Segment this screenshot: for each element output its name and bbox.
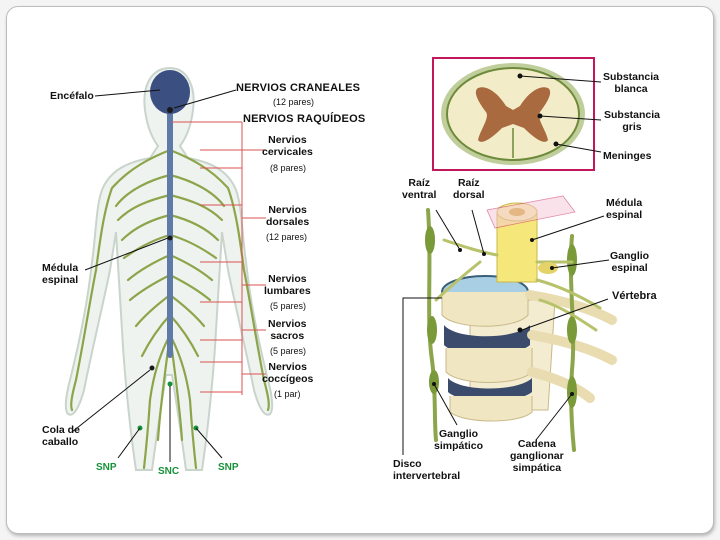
label-meninges: Meninges (603, 150, 652, 162)
label-nervios-raquideos: NERVIOS RAQUÍDEOS (243, 113, 366, 125)
label-substancia-blanca: Substancia blanca (603, 71, 660, 95)
label-encefalo: Encéfalo (50, 90, 94, 102)
label-snc: SNC (158, 466, 180, 477)
spinal-cord-3d (486, 195, 576, 283)
label-cervicales-pares: (8 pares) (270, 163, 307, 173)
label-ganglio-simpatico: Ganglio simpático (434, 428, 484, 452)
spinal-cord (167, 108, 173, 358)
label-craneales-pares: (12 pares) (273, 97, 315, 107)
label-coccigeos: Nervios coccígeos (262, 361, 314, 385)
label-sacros-pares: (5 pares) (270, 346, 307, 356)
label-dorsales: Nervios dorsales (266, 204, 310, 228)
gray-matter (475, 87, 551, 142)
leader-lines-left (71, 89, 237, 462)
label-lumbares: Nervios lumbares (264, 273, 311, 297)
label-medula-espinal-right: Médula espinal (606, 197, 643, 221)
leader-lines-right (402, 75, 610, 455)
label-raiz-dorsal: Raíz dorsal (453, 177, 485, 201)
label-dorsales-pares: (12 pares) (266, 232, 308, 242)
label-snp-right: SNP (218, 462, 239, 473)
label-medula-espinal-left: Médula espinal (42, 262, 79, 286)
label-ganglio-espinal: Ganglio espinal (610, 250, 650, 274)
region-brackets (172, 121, 266, 395)
label-cola-de-caballo: Cola de caballo (42, 424, 80, 448)
label-nervios-craneales: NERVIOS CRANEALES (236, 82, 361, 94)
label-coccigeos-pares: (1 par) (274, 389, 301, 399)
brain (150, 70, 190, 114)
label-cadena-ganglionar: Cadena ganglionar simpática (510, 438, 564, 474)
brainstem-dot (167, 107, 173, 113)
label-substancia-gris: Substancia gris (604, 109, 661, 133)
label-vertebra: Vértebra (612, 290, 657, 302)
label-sacros: Nervios sacros (268, 318, 307, 342)
label-lumbares-pares: (5 pares) (270, 301, 307, 311)
label-cervicales: Nervios cervicales (262, 134, 313, 158)
label-disco-intervertebral: Disco intervertebral (393, 458, 461, 482)
vertebral-column (441, 275, 617, 422)
spinal-nerve-roots (434, 238, 602, 332)
label-snp-left: SNP (96, 462, 117, 473)
label-raiz-ventral: Raíz ventral (402, 177, 437, 201)
